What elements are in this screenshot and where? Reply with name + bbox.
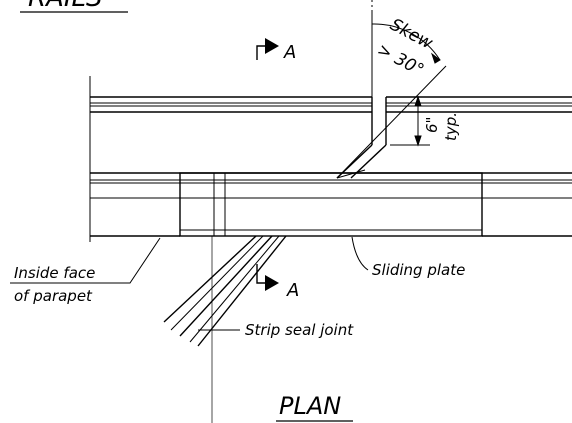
svg-text:Strip seal joint: Strip seal joint xyxy=(245,321,354,339)
dimension-6in xyxy=(390,95,430,147)
svg-text:PLAN: PLAN xyxy=(279,392,341,420)
section-marker-a-bottom: A xyxy=(256,264,299,301)
inside-face-callout: Inside face of parapet xyxy=(10,237,161,305)
rail-upper-left xyxy=(89,76,372,242)
sliding-plate-callout: Sliding plate xyxy=(351,236,465,279)
svg-text:A: A xyxy=(286,280,299,301)
section-marker-a-top: A xyxy=(256,38,296,63)
title-rails-partial: RAILS xyxy=(20,0,128,13)
strip-seal-joint xyxy=(163,235,287,423)
rail-lower xyxy=(90,172,572,237)
svg-text:RAILS: RAILS xyxy=(28,0,103,13)
dim-typ-label: typ. xyxy=(442,112,460,141)
svg-text:Inside face: Inside face xyxy=(14,264,95,282)
sliding-plate xyxy=(179,172,483,237)
svg-text:A: A xyxy=(283,42,296,63)
skew-angle xyxy=(336,0,447,179)
strip-seal-callout: Strip seal joint xyxy=(198,321,354,339)
svg-text:Sliding plate: Sliding plate xyxy=(372,261,465,279)
view-title-plan: PLAN xyxy=(276,392,353,422)
svg-text:of parapet: of parapet xyxy=(14,287,93,305)
dim-6in-label: 6" xyxy=(423,117,441,133)
rail-joint-upper xyxy=(336,97,387,179)
